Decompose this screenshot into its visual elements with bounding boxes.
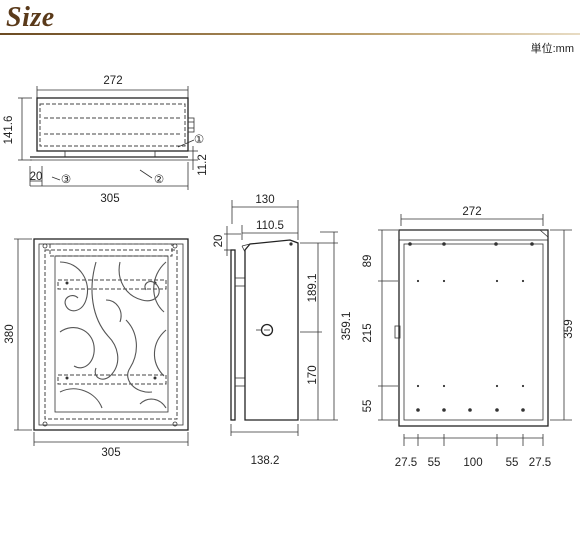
side-dim-upper: 189.1 — [307, 274, 319, 303]
back-dim-h-3: 100 — [463, 457, 482, 469]
top-view: 272 141.6 11.2 ① ② ③ — [3, 75, 209, 205]
side-dim-total: 359.1 — [341, 312, 353, 341]
back-dim-v-bottom: 55 — [362, 400, 374, 413]
back-dim-h-1: 27.5 — [395, 457, 417, 469]
side-wall-plate — [230, 249, 236, 421]
back-dim-width: 272 — [462, 206, 481, 218]
back-dim-v-mid: 215 — [362, 323, 374, 342]
back-dim-h-5: 27.5 — [529, 457, 551, 469]
page-title: Size — [6, 2, 55, 33]
back-dim-height: 359 — [563, 319, 575, 338]
back-frame — [398, 229, 549, 427]
side-view: 130 110.5 20 189.1 170 359.1 — [213, 194, 353, 467]
callout-1: ① — [194, 134, 204, 146]
side-dim-base-depth: 138.2 — [251, 455, 280, 467]
front-frame — [33, 238, 189, 431]
back-dim-h-2: 55 — [428, 457, 441, 469]
side-dim-lower: 170 — [307, 365, 319, 384]
back-dim-v-top: 89 — [362, 255, 374, 268]
top-dim-width: 272 — [103, 75, 122, 87]
front-dim-width: 305 — [101, 447, 120, 459]
top-dim-height: 141.6 — [3, 116, 15, 145]
top-dim-base-width: 305 — [100, 193, 119, 205]
back-dim-h-4: 55 — [506, 457, 519, 469]
callout-2: ② — [154, 174, 164, 186]
top-dim-small: 20 — [30, 171, 43, 183]
top-dim-base-gap: 11.2 — [197, 154, 209, 176]
top-knob — [187, 117, 195, 133]
side-dim-inner-depth: 110.5 — [256, 220, 284, 232]
front-dim-height: 380 — [4, 324, 16, 343]
header: Size — [0, 0, 580, 40]
side-dim-depth: 130 — [255, 194, 274, 206]
unit-label: 単位:mm — [530, 43, 574, 55]
top-body — [36, 97, 189, 152]
front-scroll-ornament — [59, 261, 167, 409]
callout-3: ③ — [61, 174, 71, 186]
side-body — [244, 239, 299, 421]
front-view: 380 305 — [4, 238, 189, 459]
top-base-bracket — [64, 150, 156, 158]
back-view: 272 89 215 55 — [362, 206, 575, 469]
title-underline — [0, 33, 580, 35]
side-key-lock — [260, 323, 274, 337]
side-dim-top: 20 — [213, 235, 225, 248]
